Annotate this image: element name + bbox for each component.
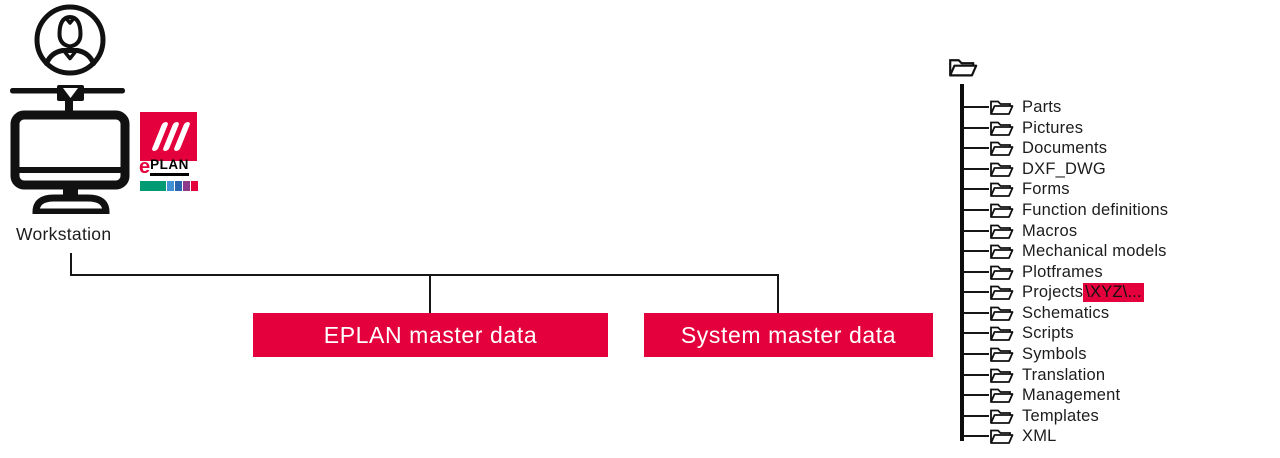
eplan-master-data-box: EPLAN master data (253, 313, 608, 357)
tree-row-management: Management (963, 385, 1120, 405)
folder-icon (990, 162, 1014, 177)
tree-branch-line (963, 106, 989, 108)
folder-label: Function definitions (1022, 200, 1169, 219)
folder-label: Forms (1022, 179, 1070, 198)
connector-eplan-drop (429, 274, 431, 313)
tree-row-translation: Translation (963, 365, 1105, 385)
tree-row-mechanical-models: Mechanical models (963, 241, 1167, 261)
tree-row-scripts: Scripts (963, 323, 1074, 343)
folder-icon (990, 121, 1014, 136)
tree-branch-line (963, 127, 989, 129)
folder-icon (990, 141, 1014, 156)
tree-branch-line (963, 147, 989, 149)
connector-horizontal (70, 274, 779, 276)
folder-icon (990, 203, 1014, 218)
tree-row-schematics: Schematics (963, 303, 1109, 323)
folder-icon (990, 409, 1014, 424)
connector-workstation-drop (70, 253, 72, 275)
tree-branch-line (963, 271, 989, 273)
folder-label: Projects (1022, 282, 1084, 301)
logo-letter-e: e (139, 156, 151, 178)
folder-label: Plotframes (1022, 262, 1103, 281)
colorbar-red (191, 181, 198, 191)
root-folder-icon (949, 59, 978, 77)
user-avatar-icon (34, 4, 106, 76)
tree-row-pictures: Pictures (963, 118, 1083, 138)
tree-row-projects: Projects\XYZ\... (963, 282, 1144, 302)
tree-branch-line (963, 394, 989, 396)
tree-branch-line (963, 435, 989, 437)
folder-icon (990, 388, 1014, 403)
folder-icon (990, 285, 1014, 300)
folder-label: Parts (1022, 97, 1062, 116)
logo-letters-plan: PLAN (150, 158, 189, 176)
tree-branch-line (963, 353, 989, 355)
colorbar-blue-dark (175, 181, 182, 191)
tree-row-documents: Documents (963, 138, 1107, 158)
tree-branch-line (963, 168, 989, 170)
tree-row-templates: Templates (963, 406, 1099, 426)
system-master-data-box: System master data (644, 313, 933, 357)
folder-icon (990, 182, 1014, 197)
folder-label: Symbols (1022, 344, 1087, 363)
monitor-icon (10, 85, 130, 214)
folder-label: Scripts (1022, 323, 1074, 342)
tree-row-function-definitions: Function definitions (963, 200, 1168, 220)
folder-icon (990, 347, 1014, 362)
folder-label: Translation (1022, 365, 1106, 384)
folder-label: Pictures (1022, 118, 1084, 137)
folder-icon (990, 306, 1014, 321)
folder-label: DXF_DWG (1022, 159, 1106, 178)
tree-branch-line (963, 188, 989, 190)
folder-label: Macros (1022, 221, 1078, 240)
eplan-logo-colorbar (140, 181, 199, 191)
tree-branch-line (963, 415, 989, 417)
folder-label: Templates (1022, 406, 1100, 425)
folder-icon (990, 244, 1014, 259)
tree-row-dxf-dwg: DXF_DWG (963, 159, 1106, 179)
folder-label: Management (1022, 385, 1121, 404)
workstation-label: Workstation (16, 224, 112, 244)
tree-branch-line (963, 374, 989, 376)
tree-branch-line (963, 250, 989, 252)
folder-icon (990, 429, 1014, 444)
colorbar-purple (183, 181, 190, 191)
folder-label: XML (1022, 426, 1057, 445)
folder-icon (990, 326, 1014, 341)
tree-row-plotframes: Plotframes (963, 262, 1103, 282)
tree-branch-line (963, 312, 989, 314)
tree-branch-line (963, 332, 989, 334)
tree-trunk-line (960, 84, 964, 441)
folder-icon (990, 224, 1014, 239)
projects-path-highlight: \XYZ\... (1083, 282, 1144, 302)
connector-system-drop (777, 274, 779, 313)
folder-label: Documents (1022, 138, 1108, 157)
colorbar-green (140, 181, 166, 191)
folder-label: Schematics (1022, 303, 1110, 322)
colorbar-blue-light (167, 181, 174, 191)
tree-branch-line (963, 291, 989, 293)
tree-row-macros: Macros (963, 221, 1077, 241)
eplan-logo-icon (140, 112, 197, 161)
tree-row-parts: Parts (963, 97, 1062, 117)
folder-label: Mechanical models (1022, 241, 1167, 260)
tree-branch-line (963, 209, 989, 211)
tree-row-symbols: Symbols (963, 344, 1087, 364)
tree-row-xml: XML (963, 426, 1057, 446)
folder-icon (990, 265, 1014, 280)
folder-icon (990, 100, 1014, 115)
folder-icon (990, 368, 1014, 383)
tree-row-forms: Forms (963, 179, 1070, 199)
tree-branch-line (963, 230, 989, 232)
